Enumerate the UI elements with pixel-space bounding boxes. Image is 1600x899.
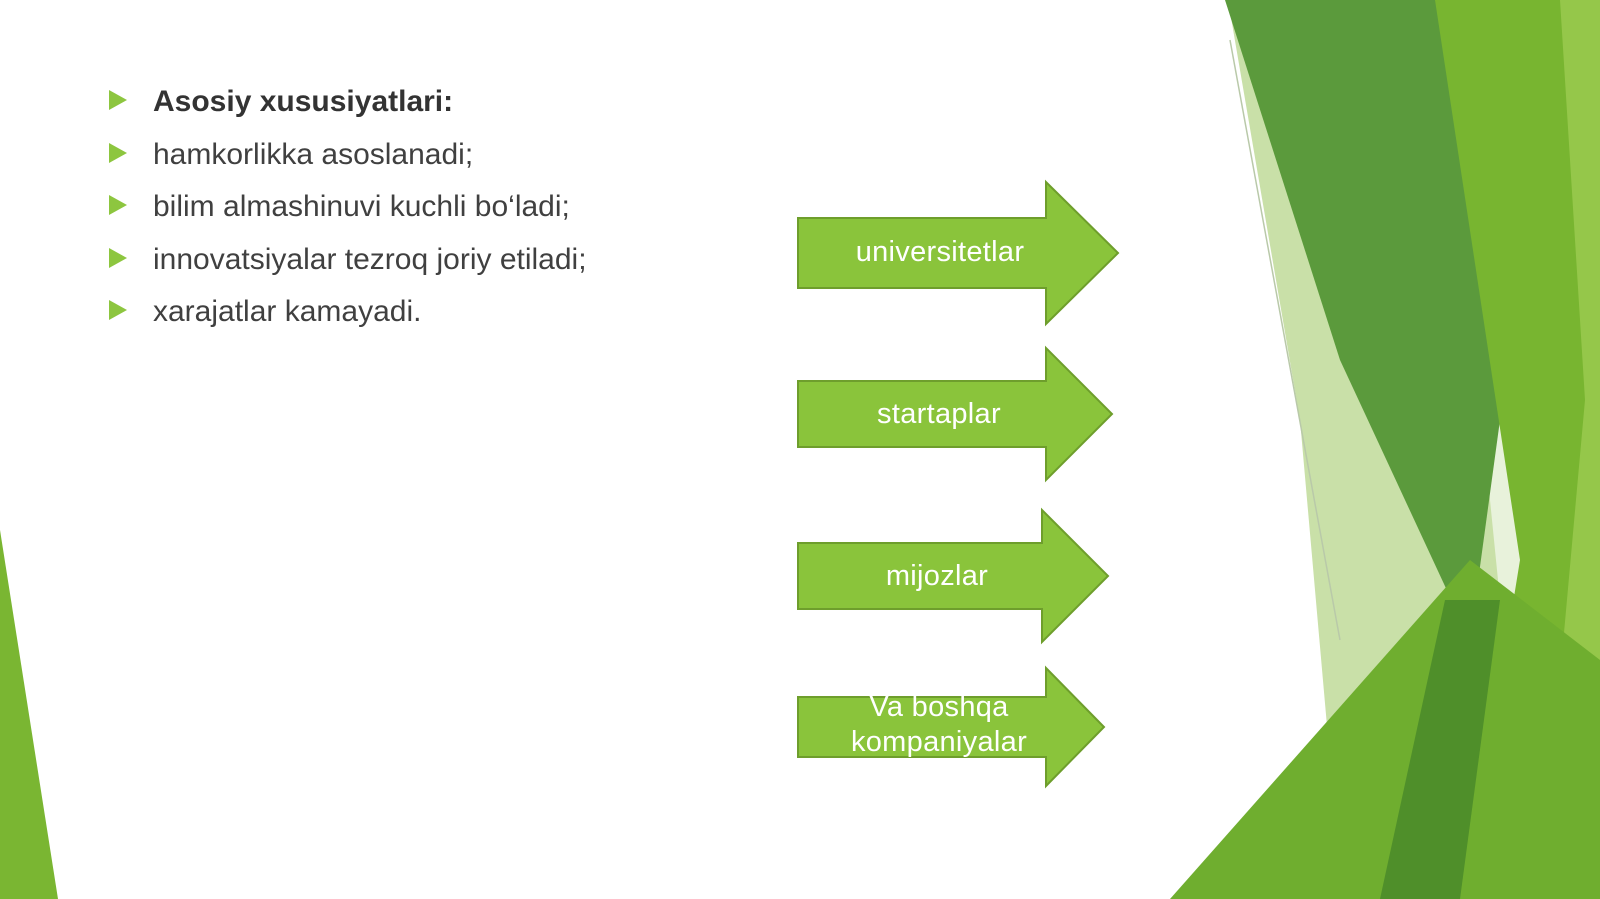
bullet-item: hamkorlikka asoslanadi; — [108, 129, 748, 182]
right-arrow-icon — [797, 345, 1114, 483]
bullet-text: Asosiy xususiyatlari: — [153, 85, 454, 118]
right-arrow-icon — [797, 507, 1110, 645]
bullet-list: Asosiy xususiyatlari: hamkorlikka asosla… — [108, 76, 748, 339]
bullet-text: bilim almashinuvi kuchli bo‘ladi; — [153, 190, 570, 223]
arrow-startaplar: startaplar — [797, 345, 1114, 483]
triangle-bullet-icon — [109, 90, 127, 110]
bullet-item: bilim almashinuvi kuchli bo‘ladi; — [108, 181, 748, 234]
bullet-text: xarajatlar kamayadi. — [153, 295, 422, 328]
bullet-item-heading: Asosiy xususiyatlari: — [108, 76, 748, 129]
bullet-text: innovatsiyalar tezroq joriy etiladi; — [153, 242, 587, 276]
arrow-label: startaplar — [877, 398, 1001, 430]
arrow-universitetlar: universitetlar — [797, 179, 1120, 327]
facet-line — [1229, 39, 1341, 641]
arrow-label: mijozlar — [885, 560, 989, 592]
right-arrow-icon — [797, 665, 1106, 789]
left-green-sliver — [0, 530, 58, 899]
triangle-bullet-icon — [109, 247, 127, 268]
bullet-item: innovatsiyalar tezroq joriy etiladi; — [108, 234, 748, 287]
arrow-va-boshqa-kompaniyalar: Va boshqa kompaniyalar — [797, 665, 1106, 789]
triangle-bullet-icon — [109, 142, 127, 163]
arrow-mijozlar: mijozlar — [797, 507, 1110, 645]
triangle-bullet-icon — [109, 195, 127, 215]
facet-bottom-dark — [1380, 600, 1500, 899]
arrow-label: Va boshqa kompaniyalar — [850, 691, 1028, 758]
right-arrow-icon — [797, 179, 1120, 327]
facet-dark — [1225, 0, 1500, 640]
bullet-item: xarajatlar kamayadi. — [108, 286, 748, 339]
triangle-bullet-icon — [109, 300, 127, 320]
bullet-text: hamkorlikka asoslanadi; — [153, 137, 474, 171]
arrow-label: universitetlar — [855, 236, 1025, 268]
